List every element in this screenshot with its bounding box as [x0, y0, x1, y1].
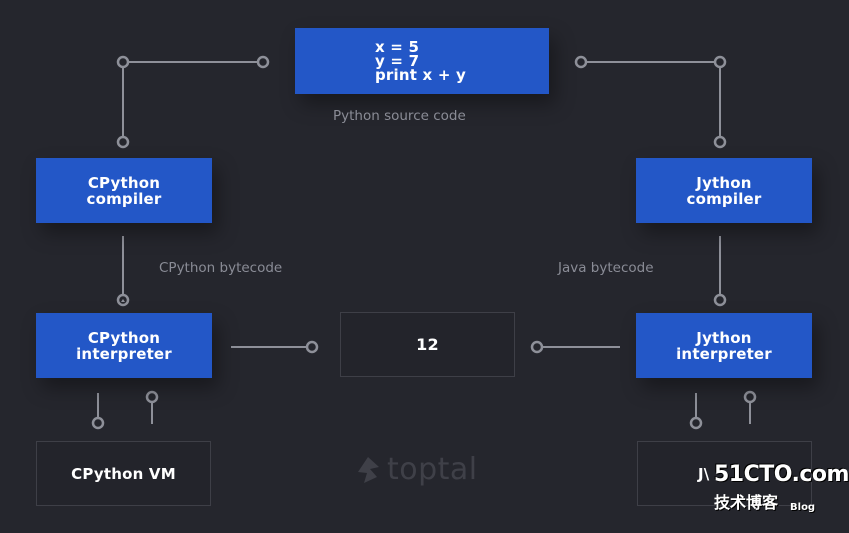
- node-circle: [116, 55, 130, 69]
- node-circle: [713, 55, 727, 69]
- result-box: 12: [340, 312, 515, 377]
- arrow-tip-icon: [121, 299, 125, 302]
- source-line-1: x = 5: [375, 38, 420, 56]
- cpython-compiler-box: CPython compiler: [36, 158, 212, 223]
- node-circle: [145, 390, 159, 404]
- cpython-interpreter-box: CPython interpreter: [36, 313, 212, 378]
- cpython-bytecode-label: CPython bytecode: [159, 260, 283, 276]
- node-circle: [116, 135, 130, 149]
- node-circle: [305, 340, 319, 354]
- node-circle: [530, 340, 544, 354]
- watermark-blog: Blog: [790, 502, 816, 513]
- java-bytecode-label: Java bytecode: [558, 260, 654, 276]
- python-source-box: x = 5 y = 7 print x + y: [295, 28, 549, 94]
- source-line-2: y = 7: [375, 52, 420, 70]
- source-line-3: print x + y: [375, 66, 467, 84]
- node-circle: [256, 55, 270, 69]
- source-caption: Python source code: [333, 108, 466, 124]
- jython-vm-box: J\: [637, 441, 812, 506]
- toptal-mark-icon: [358, 456, 379, 483]
- toptal-logo-text: toptal: [387, 452, 478, 487]
- node-circle: [743, 390, 757, 404]
- jython-vm-label: J\: [698, 464, 710, 483]
- node-circle: [713, 293, 727, 307]
- jython-interpreter-box: Jython interpreter: [636, 313, 812, 378]
- wire-source-to-jython: [581, 61, 721, 142]
- watermark-sub: 技术博客 Blog: [714, 489, 849, 513]
- toptal-logo: toptal: [355, 452, 478, 487]
- cpython-vm-box: CPython VM: [36, 441, 211, 506]
- node-circle: [91, 416, 105, 430]
- node-circle: [689, 416, 703, 430]
- jython-compiler-box: Jython compiler: [636, 158, 812, 223]
- watermark-51cto: 51CTO.com 技术博客 Blog: [714, 462, 849, 513]
- wire-source-to-cpython: [122, 61, 263, 142]
- node-circle: [574, 55, 588, 69]
- watermark-cn: 技术博客: [714, 493, 779, 512]
- watermark-title: 51CTO.com: [714, 462, 849, 487]
- node-circle: [713, 135, 727, 149]
